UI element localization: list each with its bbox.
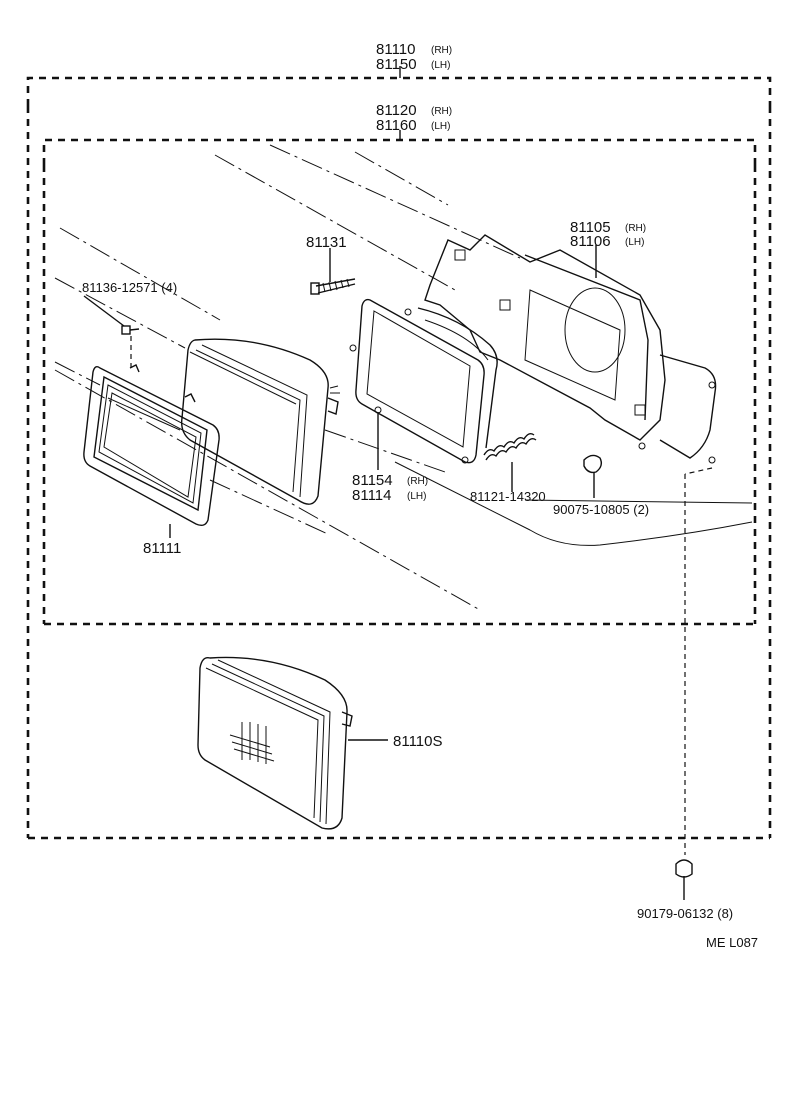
label-rim-screw: 81136-12571 (4) [82,280,177,295]
rim-screw-81136 [83,295,140,372]
headlamp-retainer-81154 [349,298,498,470]
label-bracket-lh: 81106 [570,233,611,250]
inner-unit-frame [42,130,757,626]
label-spring: 81121-14320 [470,489,546,504]
sealed-beam-upper [180,338,340,505]
label-assy-lh: 81150 [376,56,417,73]
label-nut: 90075-10805 (2) [553,502,649,517]
label-retainer-rh: 81154 [352,472,393,489]
label-screw: 81131 [306,234,347,251]
label-bracket-rh-side: (RH) [625,223,646,234]
adjusting-screw-81131 [310,248,356,295]
label-ref-code: ME L087 [706,935,758,950]
label-assy-lh-side: (LH) [431,60,450,71]
adjusting-spring-81121 [483,432,537,492]
label-assy-rh-side: (RH) [431,45,452,56]
part-labels: 81110 (RH) 81150 (LH) 81120 (RH) 81160 (… [82,41,758,950]
label-clip: 90179-06132 (8) [637,906,733,921]
label-retainer-lh-side: (LH) [407,491,426,502]
label-retainer-lh: 81114 [352,487,392,504]
label-assy-rh: 81110 [376,41,416,58]
label-door: 81111 [143,540,181,557]
label-unit-lh-side: (LH) [431,121,450,132]
label-bracket-lh-side: (LH) [625,237,644,248]
label-unit-rh-side: (RH) [431,106,452,117]
label-unit-lh: 81160 [376,117,417,134]
label-retainer-rh-side: (RH) [407,476,428,487]
alignment-lines [54,144,753,611]
label-bracket-rh: 81105 [570,219,611,236]
outer-assembly-frame [26,66,772,840]
clip-leader [675,467,713,900]
headlamp-door-81111 [83,364,220,538]
label-sealed-beam: 81110S [393,733,443,750]
headlamp-bracket-81105 [424,234,717,464]
nut-90075 [583,454,603,498]
label-unit-rh: 81120 [376,102,417,119]
sealed-beam-81110s [197,656,388,830]
